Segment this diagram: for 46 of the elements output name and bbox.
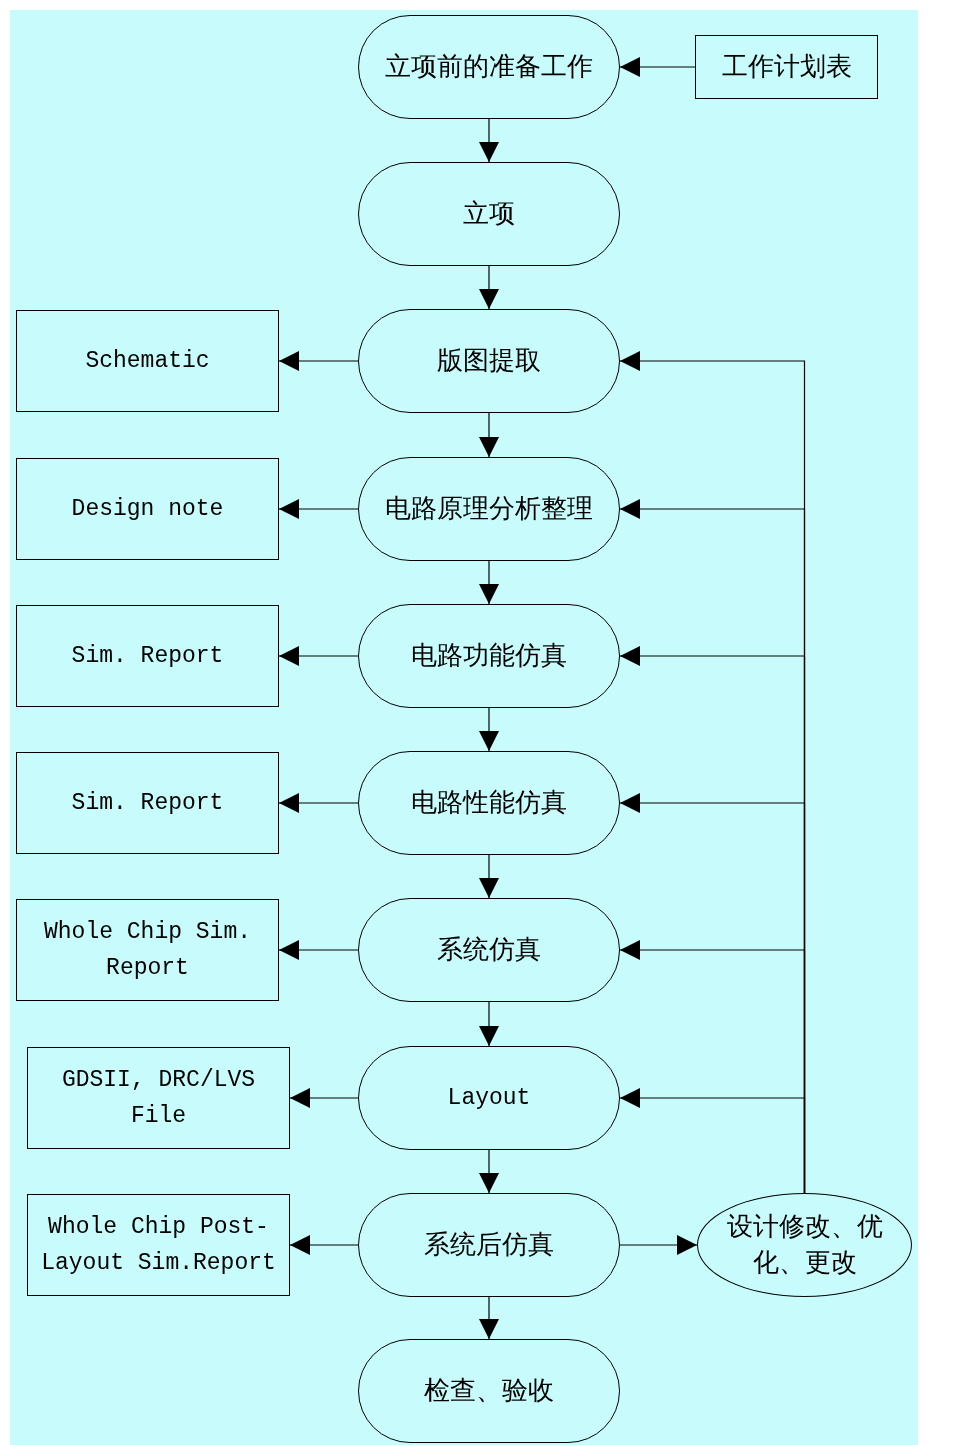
arrow [479, 265, 499, 310]
node-label: 设计修改、优化、更改 [725, 1211, 884, 1279]
arrow [619, 1088, 806, 1194]
node-label: 电路功能仿真 [411, 640, 567, 672]
node-label: Whole Chip Post-Layout Sim.Report [40, 1213, 277, 1278]
node-label: Whole Chip Sim. Report [42, 918, 252, 983]
node-label: 检查、验收 [424, 1375, 554, 1407]
arrow [479, 560, 499, 605]
arrow [479, 1001, 499, 1047]
node-label: 电路性能仿真 [411, 787, 567, 819]
node-label: 系统后仿真 [424, 1229, 554, 1261]
node-label: 立项前的准备工作 [385, 51, 593, 83]
node-label: 系统仿真 [437, 934, 541, 966]
node-label: 立项 [463, 198, 515, 230]
node-label: 工作计划表 [721, 51, 852, 83]
arrow [278, 499, 359, 519]
node-label: GDSII, DRC/LVS File [60, 1066, 257, 1131]
arrow [479, 118, 499, 163]
arrow [619, 1235, 698, 1255]
arrow [278, 351, 359, 371]
node-label: 版图提取 [437, 345, 541, 377]
node-label: Design note [71, 495, 224, 524]
document-box [16, 458, 279, 560]
arrow [479, 1296, 499, 1340]
node-label: 电路原理分析整理 [385, 493, 593, 525]
arrow [289, 1235, 359, 1255]
arrow [278, 793, 359, 813]
node-label: Sim. Report [71, 642, 224, 671]
arrow [479, 412, 499, 458]
document-box [16, 310, 279, 412]
document-box [695, 35, 878, 99]
arrow [278, 940, 359, 960]
document-box [27, 1194, 290, 1296]
arrow [479, 1149, 499, 1194]
node-label: Layout [447, 1084, 531, 1113]
arrow [479, 707, 499, 752]
document-box [16, 752, 279, 854]
node-label: Schematic [85, 347, 210, 376]
node-label: Sim. Report [71, 789, 224, 818]
arrow [289, 1088, 359, 1108]
arrow [619, 57, 696, 77]
arrow [479, 854, 499, 899]
document-box [16, 899, 279, 1001]
document-box [16, 605, 279, 707]
arrow [278, 646, 359, 666]
document-box [27, 1047, 290, 1149]
